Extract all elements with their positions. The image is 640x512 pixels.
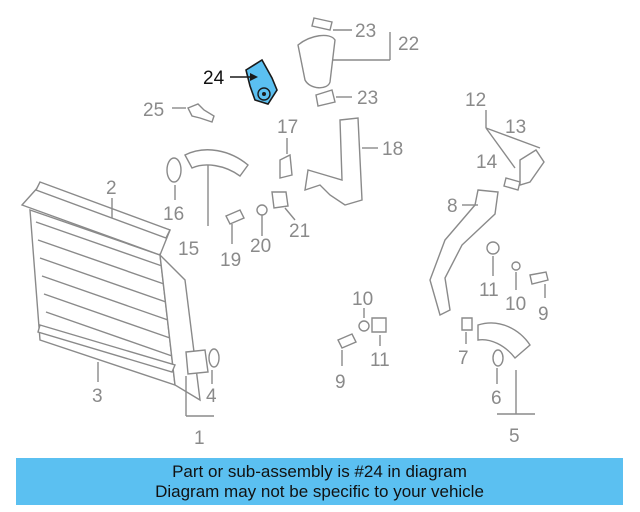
callout-9-center: 9 bbox=[335, 372, 346, 393]
callout-9-right: 9 bbox=[538, 304, 549, 325]
banner-line-2: Diagram may not be specific to your vehi… bbox=[155, 481, 484, 501]
grommet-11-right bbox=[486, 241, 500, 255]
callout-1: 1 bbox=[194, 428, 205, 449]
banner-line-1: Part or sub-assembly is #24 in diagram bbox=[172, 461, 467, 481]
callout-11-right: 11 bbox=[479, 280, 499, 301]
info-banner: Part or sub-assembly is #24 in diagram D… bbox=[16, 458, 623, 505]
callout-3: 3 bbox=[92, 386, 103, 407]
charge-pipe-8 bbox=[429, 189, 499, 317]
callout-2: 2 bbox=[106, 178, 117, 199]
upper-hose-22 bbox=[297, 34, 336, 89]
boost-pressure-sensor-24 bbox=[230, 58, 278, 105]
charge-hose-15 bbox=[184, 149, 249, 177]
callout-13: 13 bbox=[505, 117, 526, 138]
callout-21: 21 bbox=[289, 221, 310, 242]
clamp-4 bbox=[208, 348, 220, 368]
clamp-14 bbox=[503, 177, 521, 191]
callout-10-center: 10 bbox=[352, 289, 373, 310]
outlet-1 bbox=[185, 349, 209, 375]
callout-15: 15 bbox=[178, 239, 199, 260]
clamp-23-lower bbox=[315, 89, 336, 107]
callout-24: 24 bbox=[203, 68, 225, 89]
callout-16: 16 bbox=[163, 204, 184, 225]
grommet-21 bbox=[271, 191, 289, 209]
callout-10-right: 10 bbox=[505, 294, 526, 315]
clamp-23-upper bbox=[311, 17, 333, 31]
parts-diagram: 24 25 23 22 23 12 13 17 18 14 2 16 15 8 … bbox=[20, 17, 549, 449]
callout-14: 14 bbox=[476, 152, 498, 173]
bracket-17 bbox=[279, 153, 293, 179]
callout-23-upper: 23 bbox=[355, 21, 376, 42]
washer-20 bbox=[256, 204, 268, 216]
callout-5: 5 bbox=[509, 426, 520, 447]
seal-strip-top bbox=[35, 181, 171, 239]
bolt-19 bbox=[225, 209, 245, 225]
screw-25 bbox=[187, 103, 215, 123]
callout-6: 6 bbox=[491, 388, 502, 409]
hose-13 bbox=[519, 149, 545, 186]
callout-4: 4 bbox=[206, 386, 217, 407]
callout-23-lower: 23 bbox=[357, 88, 378, 109]
clamp-16 bbox=[166, 157, 182, 183]
callout-17: 17 bbox=[277, 117, 298, 138]
washer-10-right bbox=[511, 261, 521, 271]
bolt-9-right bbox=[529, 271, 549, 285]
clamp-6 bbox=[492, 349, 504, 367]
intercooler-core bbox=[20, 184, 201, 402]
callout-12: 12 bbox=[465, 90, 486, 111]
clip-7 bbox=[461, 317, 473, 331]
callout-20: 20 bbox=[250, 236, 271, 257]
callout-8: 8 bbox=[447, 196, 458, 217]
callout-18: 18 bbox=[382, 139, 403, 160]
washer-10-center bbox=[358, 320, 370, 332]
callout-19: 19 bbox=[220, 250, 241, 271]
air-pipe-18 bbox=[304, 117, 363, 206]
callout-25: 25 bbox=[143, 100, 164, 121]
callout-22: 22 bbox=[398, 34, 419, 55]
bolt-9-center bbox=[337, 333, 357, 349]
callout-7: 7 bbox=[458, 348, 469, 369]
hose-5 bbox=[477, 322, 531, 360]
grommet-11-center bbox=[371, 317, 387, 333]
callout-11-center: 11 bbox=[370, 350, 390, 371]
